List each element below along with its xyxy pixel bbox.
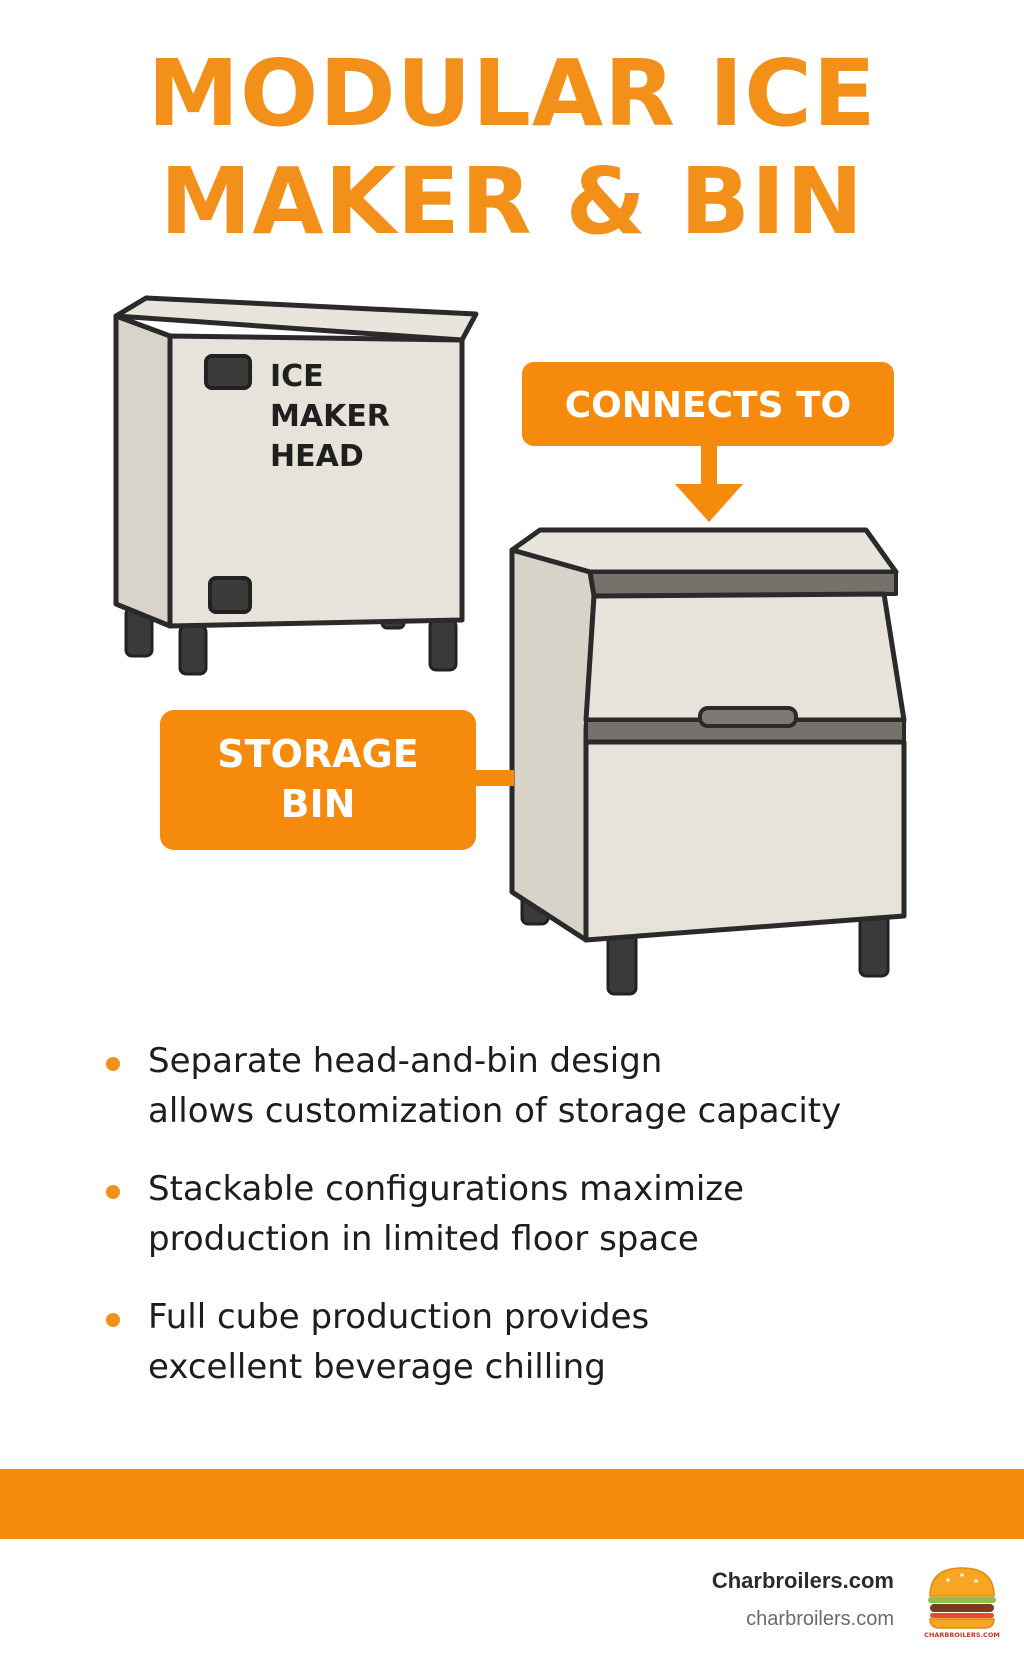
footer-band: [0, 1469, 1024, 1539]
storage-bin-label-line-1: STORAGE: [217, 732, 418, 776]
storage-bin-callout: STORAGE BIN: [160, 710, 514, 850]
head-top: [113, 295, 479, 343]
head-label-line-1: ICE: [270, 359, 324, 394]
title-line-2: MAKER & BIN: [159, 148, 865, 255]
storage-bin: [509, 527, 907, 996]
head-leg-front-mid: [178, 624, 208, 676]
head-label-line-3: HEAD: [270, 439, 364, 474]
connects-to-box: [522, 362, 894, 446]
connects-to-callout: CONNECTS TO: [522, 362, 894, 522]
footer-site-url[interactable]: charbroilers.com: [746, 1608, 894, 1630]
head-lower-vent: [208, 576, 252, 614]
logo-tomato: [930, 1613, 994, 1618]
logo-lettuce: [928, 1597, 996, 1603]
logo-bun-bottom: [929, 1618, 995, 1629]
feature-item: Separate head-and-bin design allows cust…: [100, 1036, 980, 1136]
bullet-dot-icon: [106, 1057, 120, 1071]
title-line-1: MODULAR ICE: [147, 40, 877, 147]
burger-logo-icon: CHARBROILERS.COM: [924, 1567, 1000, 1639]
logo-text: CHARBROILERS.COM: [924, 1631, 1000, 1639]
logo-patty: [930, 1604, 994, 1612]
logo-seed: [974, 1579, 978, 1583]
head-label-line-2: MAKER: [270, 399, 390, 434]
logo-seed: [946, 1578, 950, 1582]
feature-item: Full cube production provides excellent …: [100, 1292, 980, 1392]
storage-bin-label-line-2: BIN: [281, 782, 356, 826]
bin-lower-front: [583, 739, 907, 943]
ice-maker-illustration: ICE MAKER HEAD CONNECTS TO STORAGE BIN: [113, 295, 907, 996]
feature-text: Full cube production provides excellent …: [148, 1297, 650, 1387]
bin-door-handle: [698, 706, 798, 728]
feature-text: Separate head-and-bin design allows cust…: [148, 1041, 842, 1131]
head-front: [167, 333, 465, 629]
ice-maker-head: ICE MAKER HEAD: [113, 295, 479, 676]
feature-item: Stackable configurations maximize produc…: [100, 1164, 980, 1264]
connects-arrow-shaft: [701, 446, 717, 486]
bullet-dot-icon: [106, 1313, 120, 1327]
bin-side: [509, 547, 597, 943]
head-upper-vent: [204, 354, 252, 390]
head-side: [113, 313, 173, 629]
footer-site-name: Charbroilers.com: [711, 1568, 894, 1593]
storage-bin-box: [160, 710, 476, 850]
bin-upper-door: [583, 591, 907, 723]
bullet-dot-icon: [106, 1185, 120, 1199]
head-leg-right: [428, 618, 458, 672]
logo-bun-top: [929, 1567, 995, 1597]
page-title: MODULAR ICE MAKER & BIN: [0, 40, 1024, 256]
connects-arrow-head: [675, 484, 743, 522]
feature-text: Stackable configurations maximize produc…: [148, 1169, 745, 1259]
storage-bin-connector: [474, 770, 514, 786]
logo-seed: [960, 1573, 964, 1577]
feature-list: Separate head-and-bin design allows cust…: [100, 1036, 980, 1420]
connects-to-label: CONNECTS TO: [565, 385, 851, 426]
